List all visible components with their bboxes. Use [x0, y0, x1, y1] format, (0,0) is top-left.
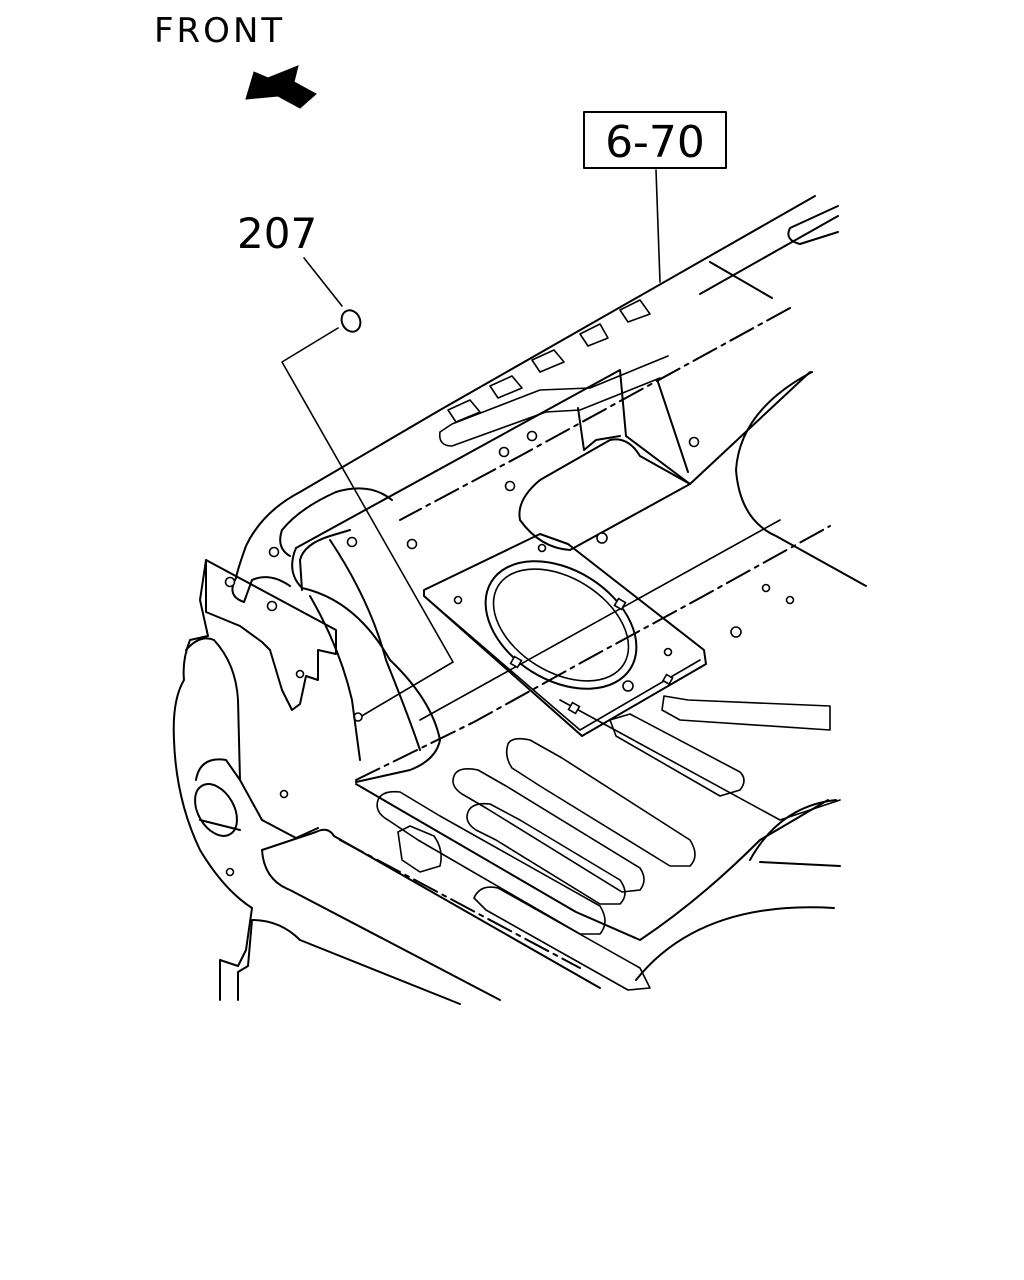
- floor-sill-front: [261, 849, 501, 1001]
- cross-member-plate: [295, 369, 811, 549]
- floor-crease: [355, 525, 831, 781]
- side-box-front: [205, 559, 337, 711]
- floor-sill-centerline: [339, 839, 581, 969]
- rear-rail-slot: [787, 205, 839, 245]
- left-pillar: [291, 547, 441, 783]
- left-pillar-curve: [329, 539, 421, 751]
- callout-6-70: 6-70: [583, 111, 727, 283]
- callout-207-label: 207: [237, 209, 317, 258]
- front-indicator: FRONT: [154, 11, 317, 109]
- access-plate-outline: [423, 533, 707, 737]
- outer-body-left: [172, 559, 253, 1001]
- drain-plug: [194, 783, 238, 837]
- floor-crease-2: [419, 519, 781, 721]
- outer-body-inner: [237, 919, 461, 1005]
- side-box-depth: [185, 637, 319, 839]
- left-pillar-edge: [299, 529, 351, 591]
- mounting-pad-outline: [518, 438, 691, 551]
- square-holes: [509, 597, 674, 715]
- rear-rail-front-edge: [699, 215, 839, 295]
- left-pillar-inner-curve: [309, 595, 361, 761]
- left-pillar-inner: [279, 487, 393, 557]
- rear-floor-arc-3: [759, 861, 841, 867]
- callout-207-leader-to-part: [281, 327, 454, 718]
- rear-rail-lip: [709, 261, 773, 299]
- mounting-holes: [224, 430, 795, 877]
- access-plate-edge: [423, 595, 701, 731]
- callout-6-70-label: 6-70: [605, 117, 705, 168]
- cross-member-web: [577, 407, 621, 451]
- callout-207-leader: [303, 257, 343, 307]
- floor-ribs: [376, 695, 831, 991]
- rail-tabs: [447, 299, 651, 423]
- access-hole-outer: [484, 560, 638, 690]
- rear-rail-top-edge: [235, 195, 816, 579]
- callout-6-70-box: [583, 111, 727, 169]
- rear-floor-arc-1: [635, 906, 835, 981]
- cross-member-rib: [657, 381, 689, 473]
- grommet-207-icon: [340, 309, 362, 333]
- rail-groove: [438, 355, 669, 447]
- rear-wheelhouse-arc: [735, 371, 867, 587]
- floor-sill-upper: [261, 828, 601, 989]
- floor-lip: [355, 783, 829, 941]
- outer-side-panel: [231, 576, 291, 603]
- rear-rail-centerline: [399, 307, 791, 521]
- floor-panel-body: [172, 195, 867, 1005]
- callout-6-70-leader: [655, 169, 661, 283]
- access-plate: [423, 533, 707, 737]
- side-box-lower: [195, 758, 241, 831]
- front-arrow-icon: [245, 65, 317, 109]
- front-label: FRONT: [154, 11, 285, 51]
- rear-floor-arc-2: [749, 799, 837, 861]
- access-hole-inner: [492, 568, 630, 682]
- floor-crease-3: [559, 699, 841, 821]
- callout-207: 207: [237, 209, 454, 722]
